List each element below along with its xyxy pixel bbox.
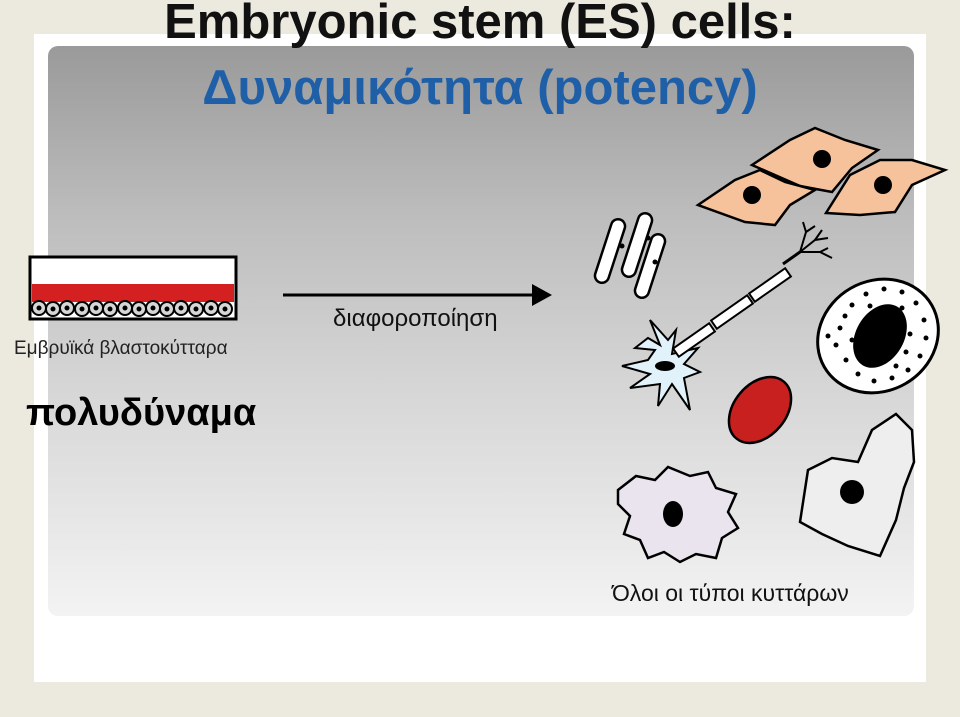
differentiation-arrow-icon: [283, 284, 552, 306]
epithelial-cell-icon: [800, 414, 914, 556]
muscle-cell-icon: [593, 211, 667, 299]
red-blood-cell-icon: [716, 365, 803, 455]
granulocyte-icon: [797, 257, 959, 414]
pluripotent-label: πολυδύναμα: [26, 392, 256, 435]
culture-dish-icon: [30, 257, 236, 319]
all-cell-types-label: Όλοι οι τύποι κυττάρων: [612, 580, 849, 607]
es-cells-label: Εμβρυϊκά βλαστοκύτταρα: [14, 338, 228, 360]
differentiation-label: διαφοροποίηση: [333, 305, 498, 333]
fibroblast-icon: [698, 128, 945, 225]
macrophage-icon: [618, 467, 738, 562]
